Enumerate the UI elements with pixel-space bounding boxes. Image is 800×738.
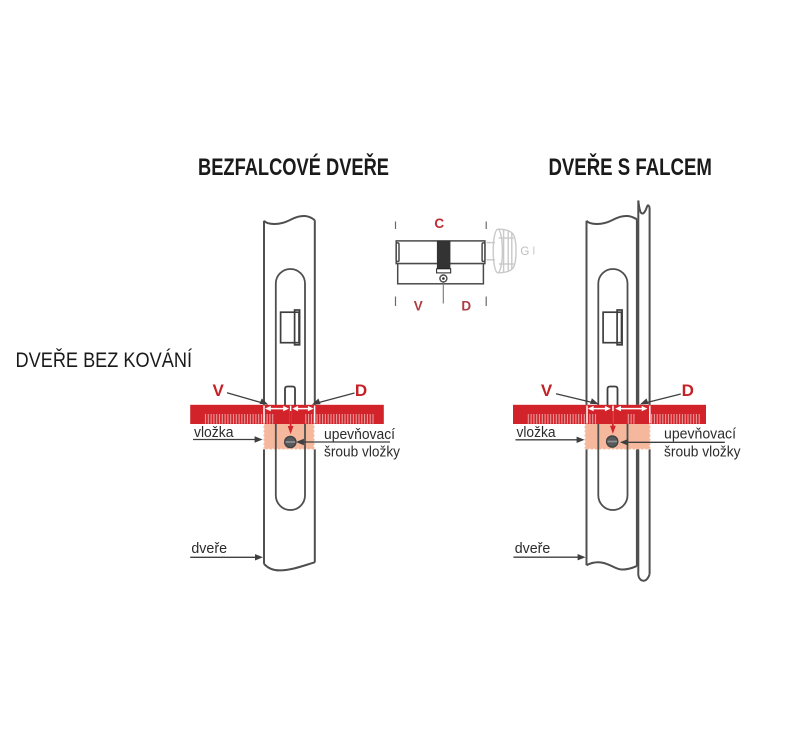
svg-text:V: V — [213, 381, 225, 400]
svg-text:C: C — [434, 216, 444, 231]
svg-text:V: V — [541, 381, 553, 400]
svg-text:D: D — [355, 381, 367, 400]
svg-text:vložka: vložka — [194, 424, 234, 441]
svg-text:šroub vložky: šroub vložky — [664, 443, 741, 460]
svg-text:DVEŘE BEZ KOVÁNÍ: DVEŘE BEZ KOVÁNÍ — [16, 349, 193, 372]
svg-text:BEZFALCOVÉ DVEŘE: BEZFALCOVÉ DVEŘE — [198, 153, 389, 181]
svg-text:upevňovací: upevňovací — [664, 426, 737, 443]
svg-text:DVEŘE S FALCEM: DVEŘE S FALCEM — [548, 153, 712, 181]
svg-text:D: D — [461, 299, 471, 314]
svg-text:šroub vložky: šroub vložky — [324, 443, 400, 460]
svg-text:V: V — [414, 299, 423, 314]
svg-text:dveře: dveře — [191, 540, 227, 557]
svg-text:D: D — [682, 381, 694, 400]
svg-text:dveře: dveře — [515, 540, 551, 557]
svg-text:vložka: vložka — [517, 424, 557, 441]
svg-text:upevňovací: upevňovací — [324, 426, 396, 443]
svg-text:G: G — [520, 246, 529, 258]
